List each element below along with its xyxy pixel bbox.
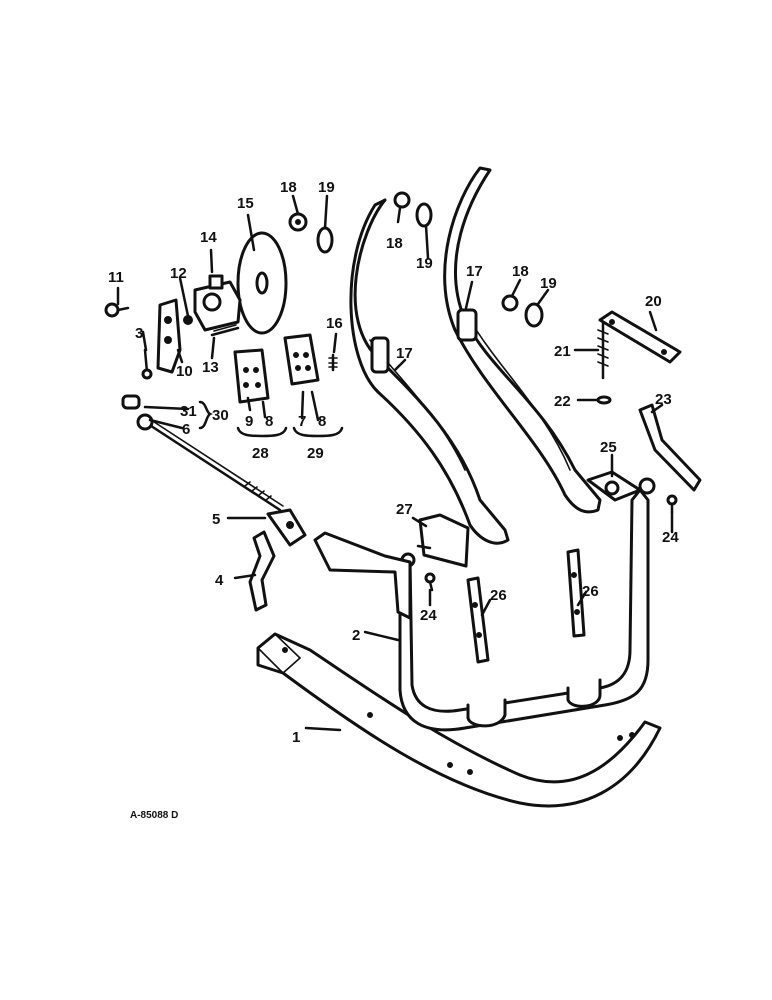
callout-10: 10: [176, 363, 193, 380]
callout-29: 29: [307, 445, 324, 462]
callout-18c: 18: [512, 263, 529, 280]
part-4-link: [248, 530, 276, 612]
group-brackets: [198, 400, 344, 438]
part-24-bolt-b: [666, 494, 678, 514]
callout-16: 16: [326, 315, 343, 332]
part-25-clamp-plate: [586, 470, 642, 502]
part-16-bolt: [328, 353, 338, 372]
part-24-bolt-a: [424, 572, 436, 592]
callout-13: 13: [202, 359, 219, 376]
part-20-strap: [598, 310, 682, 364]
part-22-washer: [596, 395, 612, 405]
callout-30: 30: [212, 407, 229, 424]
callout-11: 11: [108, 269, 124, 286]
callout-26a: 26: [490, 587, 507, 604]
callout-1: 1: [292, 729, 300, 746]
callout-24b: 24: [662, 529, 679, 546]
callout-17a: 17: [396, 345, 413, 362]
callout-31: 31: [180, 403, 197, 420]
callout-21: 21: [554, 343, 571, 360]
callout-25: 25: [600, 439, 617, 456]
callout-18b: 18: [386, 235, 403, 252]
drawing-code: A-85088 D: [130, 810, 178, 821]
part-21-spring: [597, 320, 609, 380]
callout-4: 4: [215, 572, 224, 589]
callout-7: 7: [298, 413, 306, 430]
callout-9: 9: [245, 413, 253, 430]
part-14-hub: [193, 274, 242, 332]
callout-19c: 19: [540, 275, 557, 292]
callout-12: 12: [170, 265, 187, 282]
part-18-nut-c: [501, 294, 519, 312]
callout-5: 5: [212, 511, 220, 528]
part-18-nut-b: [393, 191, 411, 209]
callout-3: 3: [135, 325, 143, 342]
callout-8a: 8: [265, 413, 273, 430]
callout-23: 23: [655, 391, 672, 408]
callout-15: 15: [237, 195, 254, 212]
part-7-plate: [283, 333, 320, 386]
part-19-clamp-b: [415, 202, 433, 228]
part-11-bolt: [104, 302, 130, 318]
callout-labels: 1 2 3 4 5 6 7 8 8 9 10 11 12 13 14 15 16…: [108, 179, 679, 821]
part-17-left-tine: [349, 198, 510, 545]
part-6-rod: [136, 413, 284, 512]
callout-19a: 19: [318, 179, 335, 196]
part-3-bolt: [141, 348, 153, 380]
callout-17b: 17: [466, 263, 483, 280]
callout-28: 28: [252, 445, 269, 462]
part-26-plate-a: [466, 576, 490, 664]
callout-18a: 18: [280, 179, 297, 196]
callout-20: 20: [645, 293, 662, 310]
part-15-disk: [236, 231, 288, 335]
callout-6: 6: [182, 421, 190, 438]
part-31-bushing: [121, 394, 141, 410]
callout-8b: 8: [318, 413, 326, 430]
callout-26b: 26: [582, 583, 599, 600]
part-13-spring-pin: [210, 324, 240, 337]
part-9-plate: [233, 348, 270, 404]
callout-19b: 19: [416, 255, 433, 272]
part-19-clamp-c: [524, 302, 544, 328]
callout-22: 22: [554, 393, 571, 410]
callout-14: 14: [200, 229, 217, 246]
part-5-clevis: [266, 508, 307, 547]
callout-27: 27: [396, 501, 413, 518]
part-27-bracket-plate: [416, 513, 470, 568]
part-19-clamp-a: [316, 226, 334, 254]
part-17-right-tine: [443, 166, 602, 514]
part-23-bracket: [638, 403, 702, 492]
part-26-plate-b: [566, 548, 586, 638]
callout-24a: 24: [420, 607, 437, 624]
leader-lines: [116, 194, 674, 732]
callout-2: 2: [352, 627, 360, 644]
part-2-u-tube: [398, 477, 656, 732]
part-10-bracket: [156, 298, 182, 374]
mounting-bracket: [313, 531, 412, 620]
part-18-nut-a: [288, 212, 308, 232]
